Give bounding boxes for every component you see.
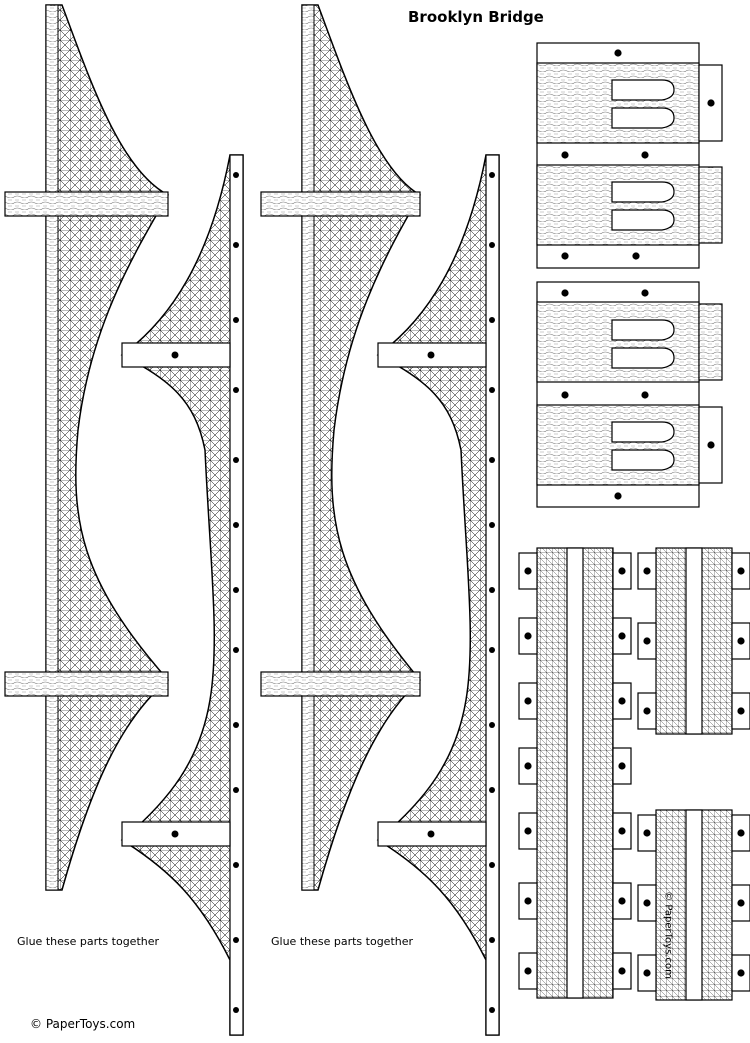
vertical-copyright: © PaperToys.com xyxy=(662,891,674,979)
cable-panel-dots xyxy=(233,172,495,1013)
copyright-notice: © PaperToys.com xyxy=(30,1017,136,1031)
page-title: Brooklyn Bridge xyxy=(408,8,544,26)
glue-note-left: Glue these parts together xyxy=(17,935,160,948)
deck-piece-long xyxy=(518,547,632,999)
deck-piece-short-2 xyxy=(637,809,750,1001)
deck-piece-short-1 xyxy=(637,547,750,735)
cable-panel-b xyxy=(120,154,244,1036)
tower-piece-1 xyxy=(536,42,723,269)
tower-piece-2 xyxy=(536,281,723,508)
cable-panel-d xyxy=(376,154,500,1036)
cable-panel-a xyxy=(4,4,170,891)
glue-note-right: Glue these parts together xyxy=(271,935,414,948)
cable-panel-c xyxy=(260,4,422,891)
